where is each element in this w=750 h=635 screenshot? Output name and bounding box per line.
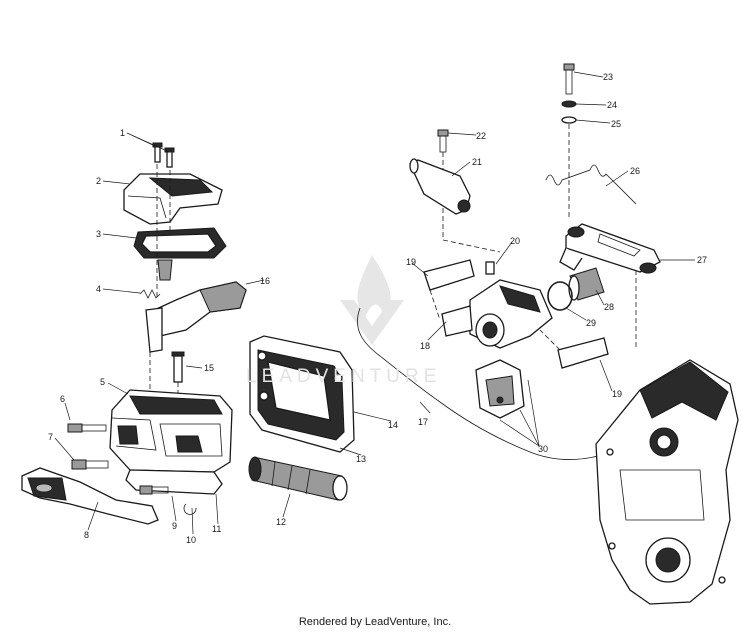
callout-19-lower: 19 [612, 389, 622, 399]
alignment-line [429, 289, 561, 351]
part-5-housing [109, 389, 233, 473]
part-21-fitting [409, 158, 471, 215]
callout-8: 8 [84, 530, 89, 540]
callout-21: 21 [472, 157, 482, 167]
callout-23: 23 [603, 72, 613, 82]
part-1-screws [152, 142, 175, 168]
part-22-screw [437, 129, 449, 153]
credit-text: Rendered by LeadVenture, Inc. [298, 616, 452, 628]
callout-5: 5 [100, 377, 105, 387]
callout-24: 24 [607, 100, 617, 110]
callout-1: 1 [120, 128, 125, 138]
part-17-outline [357, 307, 611, 460]
part-20-screw [485, 261, 495, 275]
part-26-spring [545, 164, 637, 205]
part-8-brake-lever [21, 467, 159, 525]
plunger [157, 259, 173, 281]
watermark-text: LEADVENTURE [246, 366, 442, 387]
callout-17: 17 [418, 417, 428, 427]
callout-labels: 1 2 3 4 5 6 7 8 9 10 11 12 13 14 15 16 1… [48, 72, 707, 545]
callout-6: 6 [60, 394, 65, 404]
callout-13: 13 [356, 454, 366, 464]
callout-27: 27 [697, 255, 707, 265]
part-4-spring [139, 289, 161, 299]
alignment-line [442, 152, 501, 253]
watermark-logo [340, 255, 404, 345]
callout-25: 25 [611, 119, 621, 129]
callout-12: 12 [276, 517, 286, 527]
part-12-roller [248, 456, 348, 501]
part-19-pad-upper [423, 259, 475, 291]
callout-26: 26 [630, 166, 640, 176]
callout-18: 18 [420, 341, 430, 351]
part-19-pad-lower [557, 337, 609, 369]
part-29-o-ring [547, 281, 573, 311]
part-13-14-cover [249, 335, 355, 453]
part-16-throttle-lever [145, 281, 247, 353]
right-assembly [357, 63, 739, 605]
callout-30: 30 [538, 444, 548, 454]
callout-29: 29 [586, 318, 596, 328]
left-assembly [21, 142, 355, 525]
part-18-caliper [441, 279, 553, 349]
callout-22: 22 [476, 131, 486, 141]
chaincase [595, 359, 739, 605]
callout-3: 3 [96, 229, 101, 239]
callout-20: 20 [510, 236, 520, 246]
callout-15: 15 [204, 363, 214, 373]
callout-9: 9 [172, 521, 177, 531]
part-9-screw [139, 485, 169, 495]
callout-4: 4 [96, 284, 101, 294]
part-10-clip [183, 503, 197, 515]
part-23-bolt [563, 63, 575, 95]
part-27-bracket [559, 223, 661, 274]
callout-28: 28 [604, 302, 614, 312]
part-25-washer [561, 116, 577, 124]
callout-7: 7 [48, 432, 53, 442]
part-7-screw [71, 459, 109, 470]
part-24-washer [561, 100, 577, 108]
leader-lines [54, 71, 695, 535]
callout-14: 14 [388, 420, 398, 430]
part-6-screw [67, 423, 107, 433]
part-3-gasket [133, 227, 227, 259]
part-30-bracket [475, 359, 525, 419]
callout-10: 10 [186, 535, 196, 545]
callout-2: 2 [96, 176, 101, 186]
callout-19-upper: 19 [406, 257, 416, 267]
part-2-cover [123, 173, 223, 225]
callout-16: 16 [260, 276, 270, 286]
callout-11: 11 [212, 524, 221, 534]
part-15-pin [171, 351, 185, 383]
